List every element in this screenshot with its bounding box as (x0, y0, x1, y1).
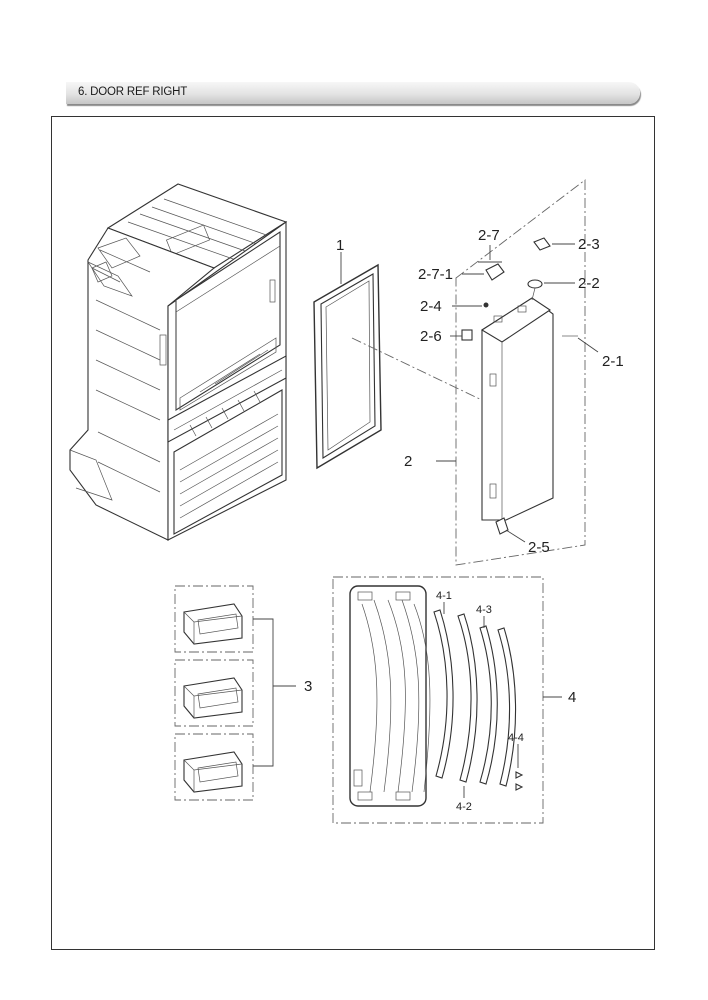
callout-2-6: 2-6 (420, 328, 442, 345)
callout-4-3: 4-3 (476, 604, 492, 616)
callout-2-5: 2-5 (528, 539, 550, 556)
door-bin-icon (174, 585, 254, 801)
diagram-frame (51, 116, 655, 950)
callout-4-4: 4-4 (508, 732, 524, 744)
door-assembly-icon (461, 237, 578, 535)
callout-2-1: 2-1 (602, 353, 624, 370)
door-shelf-guard-icon (349, 585, 524, 807)
callout-1: 1 (336, 237, 344, 254)
callout-2-2: 2-2 (578, 275, 600, 292)
callout-2: 2 (404, 453, 412, 470)
section-title: 6. DOOR REF RIGHT (78, 86, 188, 98)
callout-4-1: 4-1 (436, 590, 452, 602)
callout-3: 3 (304, 678, 312, 695)
section-header: 6. DOOR REF RIGHT (66, 82, 640, 104)
callout-4: 4 (568, 689, 576, 706)
callout-2-3: 2-3 (578, 236, 600, 253)
callout-2-7-1: 2-7-1 (418, 266, 453, 283)
callout-2-4: 2-4 (420, 298, 442, 315)
door-gasket-icon (313, 263, 382, 470)
callout-4-2: 4-2 (456, 801, 472, 813)
callout-2-7: 2-7 (478, 227, 500, 244)
refrigerator-cabinet-icon (69, 183, 288, 541)
